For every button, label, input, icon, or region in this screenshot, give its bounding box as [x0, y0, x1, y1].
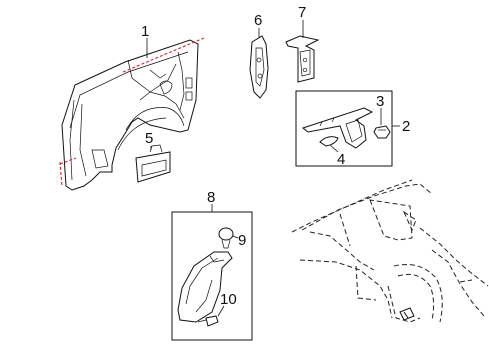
part-8-wheelhouse-liner [177, 251, 233, 323]
callout-4: 4 [337, 151, 345, 168]
part-4-plug [319, 136, 339, 153]
part-6-pillar-reinforcement [249, 35, 269, 99]
callout-5: 5 [145, 130, 153, 147]
part-7-mount-bracket [285, 35, 320, 83]
callout-9: 9 [238, 232, 246, 249]
callout-2: 2 [402, 118, 410, 135]
part-3-clip [373, 108, 391, 139]
callout-6: 6 [254, 12, 262, 29]
vehicle-reference-sketch [291, 179, 489, 323]
box-group-2 [295, 90, 393, 167]
part-1-inner-quarter-panel [59, 37, 205, 191]
callout-3: 3 [376, 93, 384, 110]
part-10-fastener [197, 305, 225, 327]
callout-10: 10 [220, 291, 237, 308]
callout-8: 8 [207, 189, 215, 206]
part-2-rail-bracket [301, 107, 374, 149]
part-9-push-pin [218, 227, 239, 249]
callout-7: 7 [298, 4, 306, 21]
part-5-bracket [135, 144, 171, 183]
callout-1: 1 [141, 23, 149, 40]
